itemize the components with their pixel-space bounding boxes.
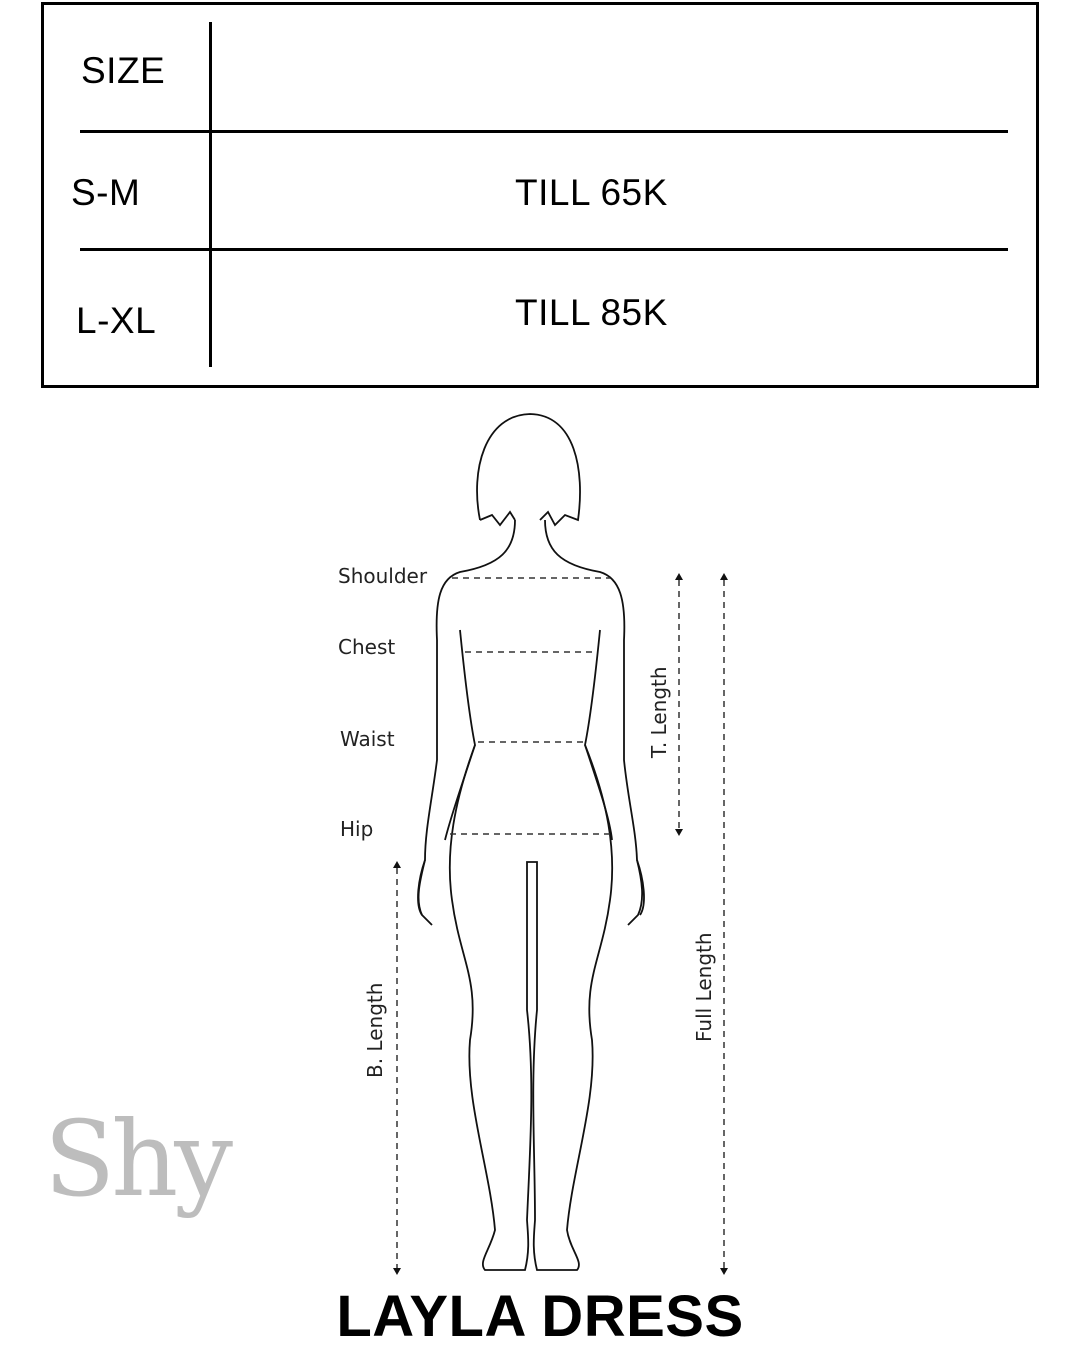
size-header: SIZE — [81, 50, 166, 91]
size-cell: L-XL — [76, 300, 157, 341]
size-table — [41, 2, 1039, 388]
value-cell: TILL 85K — [515, 292, 668, 333]
measurement-lines — [396, 577, 725, 1270]
table-row-divider — [80, 248, 1008, 251]
size-cell: S-M — [71, 172, 141, 213]
waist-label: Waist — [340, 727, 395, 751]
brand-logo: Shy — [44, 1098, 233, 1220]
value-cell: TILL 65K — [515, 172, 668, 213]
chest-label: Chest — [338, 635, 395, 659]
body-measurement-diagram: Shoulder Chest Waist Hip T. Length Full … — [338, 413, 728, 1275]
table-column-divider — [209, 22, 212, 367]
b-length-label: B. Length — [363, 983, 387, 1078]
t-length-label: T. Length — [647, 666, 671, 759]
table-row-divider — [80, 130, 1008, 133]
hip-label: Hip — [340, 817, 373, 841]
body-silhouette — [417, 413, 645, 1271]
full-length-label: Full Length — [692, 932, 716, 1042]
shoulder-label: Shoulder — [338, 564, 428, 588]
product-title: LAYLA DRESS — [336, 1284, 744, 1349]
arrow-heads — [393, 573, 728, 1275]
